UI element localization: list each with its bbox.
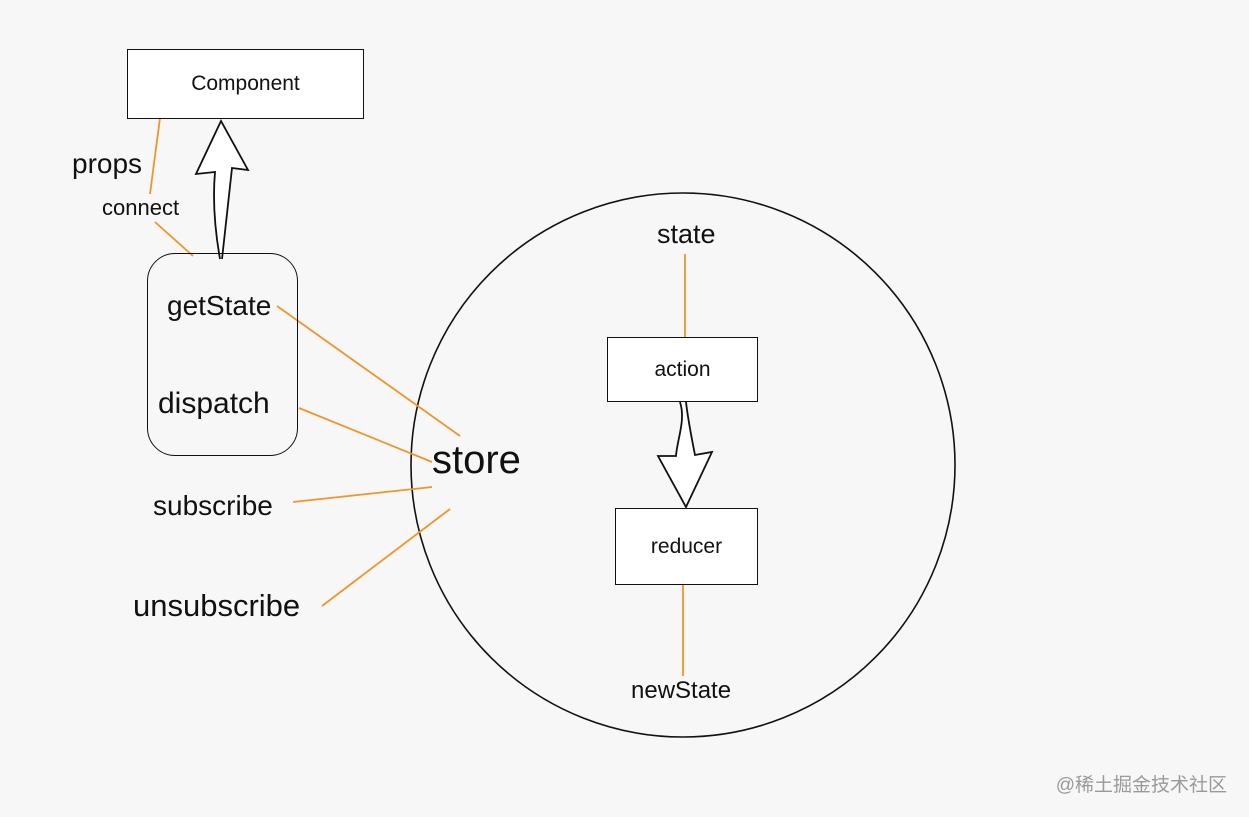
action-to-reducer-arrow (656, 401, 714, 509)
store-circle (410, 192, 956, 738)
state-label: state (657, 219, 716, 249)
unsubscribe-line (321, 508, 451, 607)
store-label: store (432, 438, 521, 482)
props-label: props (72, 148, 143, 179)
connect-arrow (194, 119, 250, 260)
watermark-text: @稀土掘金技术社区 (1055, 775, 1227, 796)
newstate-label: newState (631, 677, 732, 704)
connect-line (154, 221, 194, 257)
connect-label: connect (102, 195, 180, 220)
store-api-container (147, 253, 298, 456)
action-label: action (654, 357, 711, 381)
subscribe-label: subscribe (153, 490, 273, 521)
reducer-box: reducer (615, 508, 758, 585)
getstate-label: getState (167, 290, 272, 321)
component-label: Component (191, 72, 300, 95)
unsubscribe-label: unsubscribe (133, 588, 301, 623)
props-line (149, 117, 161, 195)
reducer-label: reducer (650, 534, 723, 558)
subscribe-line (292, 486, 433, 503)
dispatch-line (298, 407, 433, 463)
action-box: action (607, 337, 758, 402)
dispatch-label: dispatch (158, 387, 270, 420)
component-box: Component (127, 49, 364, 119)
getstate-line (276, 305, 461, 437)
